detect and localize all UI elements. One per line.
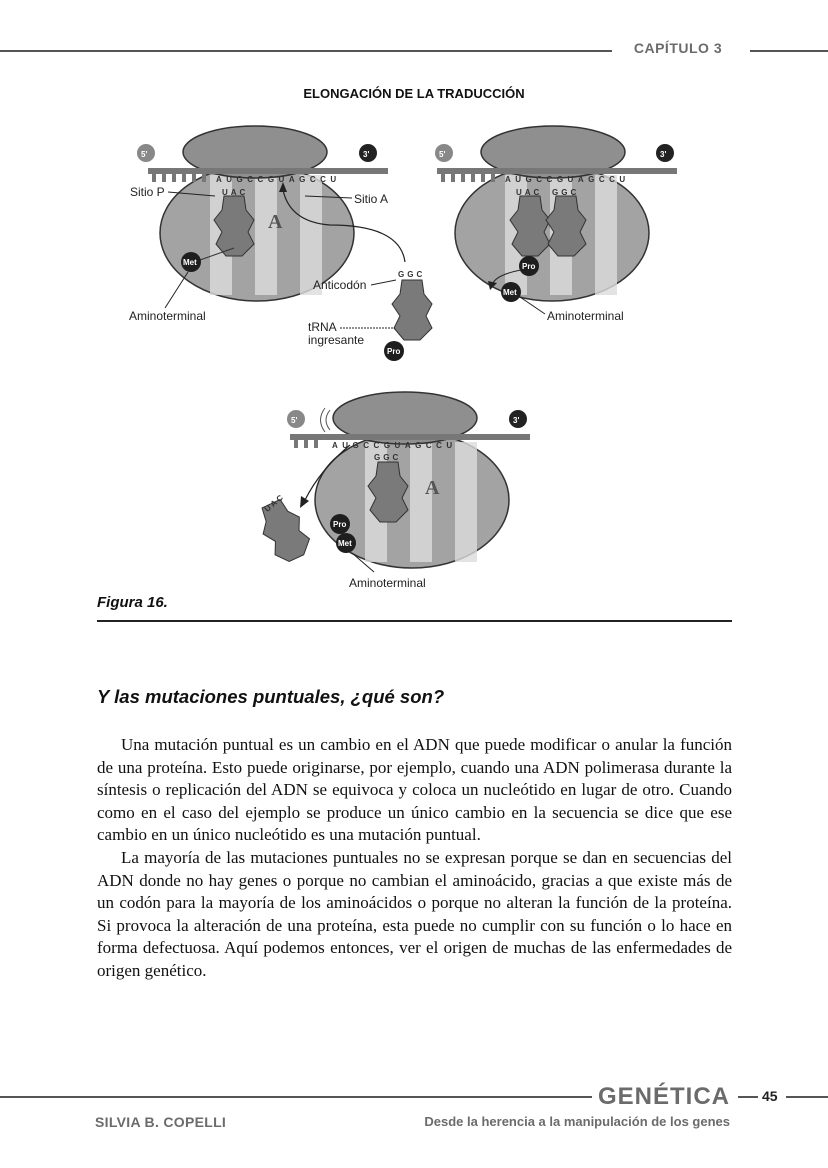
aminoterminal-label-2: Aminoterminal (547, 309, 624, 323)
met-residue-1 (181, 252, 201, 272)
panel-1: AUGCCGUAGCCU 5' 3' UAC Met A Sitio P Sit… (129, 125, 433, 361)
five-prime-marker-2 (435, 144, 453, 162)
pro-label-3: Pro (333, 520, 346, 529)
pro-residue-3 (330, 514, 350, 534)
large-subunit-2 (480, 125, 626, 179)
aminoterminal-label-1: Aminoterminal (129, 309, 206, 323)
five-prime-marker-3 (287, 410, 305, 428)
book-subtitle: Desde la herencia a la manipulación de l… (424, 1114, 730, 1129)
figure-title: ELONGACIÓN DE LA TRADUCCIÓN (303, 86, 525, 101)
section-title: Y las mutaciones puntuales, ¿qué son? (97, 686, 445, 707)
trna-incoming (391, 279, 433, 341)
mrna-strand-2 (437, 168, 677, 174)
paragraph-2: La mayoría de las mutaciones puntuales n… (97, 847, 732, 980)
body-text: Una mutación puntual es un cambio en el … (97, 734, 732, 983)
footer-rule-mid (738, 1096, 758, 1098)
anticodon-ggc-2: GGC (552, 188, 579, 197)
large-subunit-3 (332, 391, 478, 445)
five-prime-marker-1 (137, 144, 155, 162)
header-rule-right (750, 50, 828, 52)
three-prime-label-2: 3' (660, 150, 666, 159)
anticodon-uac-1: UAC (222, 188, 248, 197)
aminoterminal-label-3: Aminoterminal (349, 576, 426, 590)
panel-3: AUGCCGUAGCCU 5' 3' GGC A Pro Met UAC Ami… (261, 391, 530, 590)
trna-label-line1: tRNA (308, 320, 337, 334)
mrna-strand-3 (290, 434, 530, 440)
footer-rule-left (0, 1096, 592, 1098)
trna-exiting (261, 498, 311, 563)
five-prime-label-2: 5' (439, 150, 445, 159)
author-name: SILVIA B. COPELLI (95, 1114, 227, 1130)
five-prime-label-1: 5' (141, 150, 147, 159)
mrna-strand-1 (148, 168, 388, 174)
five-prime-label-3: 5' (291, 416, 297, 425)
three-prime-label-3: 3' (513, 416, 519, 425)
page-number: 45 (762, 1088, 778, 1104)
anticodon-label: Anticodón (313, 278, 366, 292)
panel-2: AUGCCGUAGCCU 5' 3' UAC GGC Pro Met Amino… (435, 125, 677, 323)
pro-residue-incoming (384, 341, 404, 361)
figure-caption: Figura 16. (97, 594, 168, 611)
mrna-codons-1: AUGCCGUAGCCU (216, 175, 341, 184)
trna-label-line2: ingresante (308, 333, 364, 347)
anticodon-ggc-incoming: GGC (398, 270, 425, 279)
large-subunit-1 (182, 125, 328, 179)
header-rule-left (0, 50, 612, 52)
met-label-1: Met (183, 258, 197, 267)
pro-label-2: Pro (522, 262, 535, 271)
paragraph-1: Una mutación puntual es un cambio en el … (97, 735, 732, 845)
caption-rule (97, 620, 732, 622)
a-site-letter-1: A (268, 211, 283, 233)
pro-residue-2 (519, 256, 539, 276)
mrna-codons-3: AUGCCGUAGCCU (332, 441, 457, 450)
footer-rule-right (786, 1096, 828, 1098)
met-label-2: Met (503, 288, 517, 297)
three-prime-marker-1 (359, 144, 377, 162)
pro-label-incoming: Pro (387, 347, 400, 356)
three-prime-label-1: 3' (363, 150, 369, 159)
chapter-label: CAPÍTULO 3 (633, 40, 723, 56)
a-site-letter-3: A (425, 477, 440, 499)
site-a-label: Sitio A (354, 192, 388, 206)
translation-elongation-figure: AUGCCGUAGCCU 5' 3' UAC Met A Sitio P Sit… (129, 125, 677, 590)
anticodon-ggc-3: GGC (374, 453, 401, 462)
book-title: GENÉTICA (598, 1083, 731, 1110)
mrna-codons-2: AUGCCGUAGCCU (505, 175, 630, 184)
three-prime-marker-3 (509, 410, 527, 428)
anticodon-uac-2: UAC (516, 188, 542, 197)
site-p-label: Sitio P (130, 185, 165, 199)
three-prime-marker-2 (656, 144, 674, 162)
met-residue-3 (336, 533, 356, 553)
met-residue-2 (501, 282, 521, 302)
met-label-3: Met (338, 539, 352, 548)
